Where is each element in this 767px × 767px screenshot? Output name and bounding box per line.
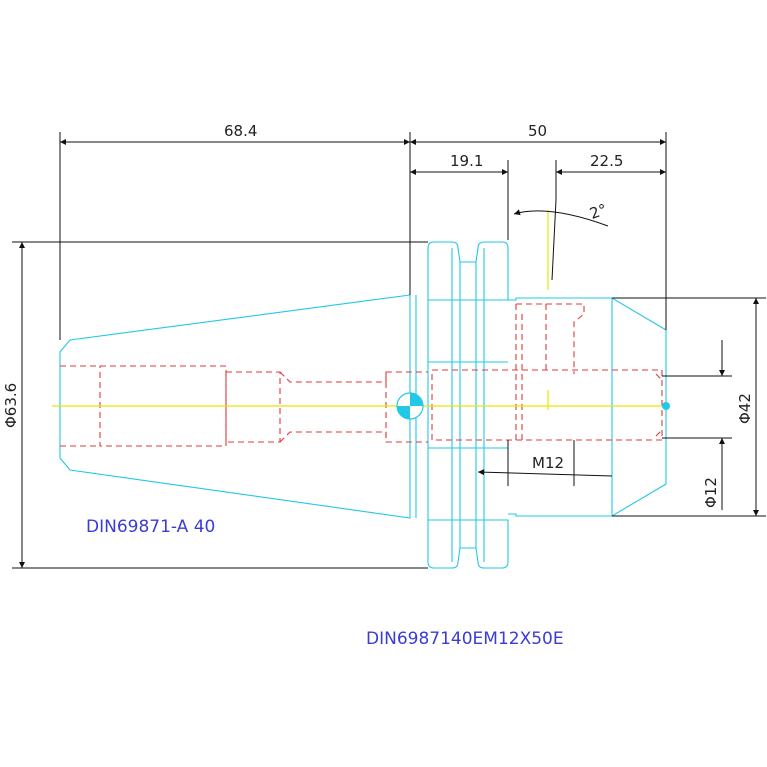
drawbar-thread xyxy=(225,371,281,443)
collet-bore-upper xyxy=(516,303,585,374)
standard-note: DIN69871-A 40 xyxy=(86,517,215,537)
taper-profile xyxy=(59,294,411,519)
dim-arc-angle xyxy=(513,209,609,227)
dim-text-50: 50 xyxy=(528,122,547,140)
dim-text-phi-63-6: Φ63.6 xyxy=(2,383,20,428)
dim-text-phi-12: Φ12 xyxy=(702,477,720,508)
part-number-note: DIN6987140EM12X50E xyxy=(366,629,564,649)
dim-text-19-1: 19.1 xyxy=(450,152,483,170)
hidden-lines xyxy=(60,303,663,447)
dim-text-68-4: 68.4 xyxy=(224,122,257,140)
dimension-lines xyxy=(12,132,766,569)
dim-text-22-5: 22.5 xyxy=(590,152,623,170)
flange-upper xyxy=(427,241,509,301)
gauge-point-symbol xyxy=(396,392,670,420)
flange-lower xyxy=(427,519,509,569)
dim-line-m12 xyxy=(477,469,613,477)
dim-text-angle: 2° xyxy=(587,200,609,223)
dim-text-m12: M12 xyxy=(532,454,564,472)
center-bore xyxy=(431,369,663,441)
dim-text-phi-42: Φ42 xyxy=(736,393,754,424)
holder-outline xyxy=(59,241,667,569)
nose-profile xyxy=(508,297,667,517)
centerlines xyxy=(52,210,670,410)
